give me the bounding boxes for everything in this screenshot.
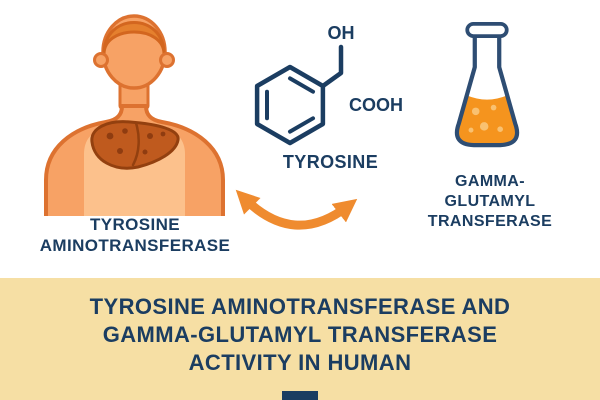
hair-icon	[102, 21, 166, 56]
illustration-area: TYROSINE AMINOTRANSFERASE OH COOH TYROSI	[25, 14, 562, 256]
ear-left	[93, 52, 109, 68]
human-figure-label-line2: AMINOTRANSFERASE	[39, 236, 231, 255]
flask-rim	[465, 22, 509, 39]
human-figure-label: TYROSINE AMINOTRANSFERASE	[25, 214, 245, 256]
human-figure-label-line1: TYROSINE	[89, 215, 181, 234]
tyrosine-molecule-illustration: OH COOH	[254, 23, 403, 146]
flask-label-line2: GLUTAMYL	[444, 193, 536, 210]
liver-spots	[106, 128, 166, 155]
flask-bubbles	[468, 104, 503, 133]
banner-title-line2: GAMMA-GLUTAMYL TRANSFERASE	[102, 322, 498, 347]
flask-label-line3: TRANSFERASE	[427, 213, 553, 230]
erlenmeyer-flask-icon	[454, 22, 520, 148]
benzene-double-bonds	[265, 76, 315, 134]
molecule-label-text: TYROSINE	[282, 152, 379, 172]
title-banner: TYROSINE AMINOTRANSFERASE AND GAMMA-GLUT…	[0, 278, 600, 400]
side-chain-bond	[320, 44, 344, 89]
flask-outline	[454, 33, 520, 148]
liver-lobe-line	[131, 121, 140, 167]
liver-icon	[90, 120, 180, 170]
banner-title-line3: ACTIVITY IN HUMAN	[188, 350, 412, 375]
double-arrow-path	[235, 189, 358, 230]
molecule-label: TYROSINE	[248, 152, 413, 172]
hydroxyl-label: OH	[328, 23, 355, 43]
flask-label: GAMMA- GLUTAMYL TRANSFERASE	[418, 172, 562, 232]
flask-label-line1: GAMMA-	[455, 173, 525, 190]
human-body-illustration	[44, 14, 225, 216]
double-arrow-icon	[235, 189, 358, 230]
carboxyl-label: COOH	[349, 95, 403, 115]
ear-right	[159, 52, 175, 68]
flask-liquid	[456, 95, 518, 146]
bottom-accent-tab	[282, 391, 318, 400]
banner-title-line1: TYROSINE AMINOTRANSFERASE AND	[89, 294, 511, 319]
